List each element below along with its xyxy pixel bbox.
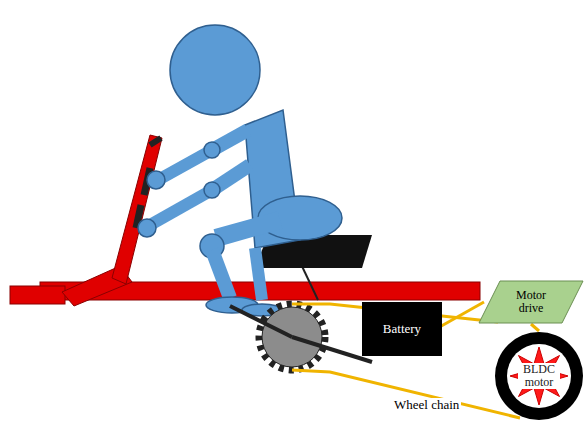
node-text: BLDC motor xyxy=(518,363,560,389)
hand-lever xyxy=(112,135,162,284)
lever-tip xyxy=(150,138,161,145)
node-text: Battery xyxy=(367,322,437,336)
battery-box: Battery xyxy=(362,302,442,356)
node-text: Motor drive xyxy=(503,289,559,315)
part-label: Wheel chain xyxy=(392,398,461,412)
crank xyxy=(230,306,292,337)
crank xyxy=(292,337,372,362)
frame-end xyxy=(10,286,65,304)
chain xyxy=(292,370,520,418)
motor-drive-box: Motor drive xyxy=(478,280,584,324)
rider xyxy=(138,25,342,316)
power-wire xyxy=(531,324,539,331)
motor-wheel: BLDC motor xyxy=(494,331,584,421)
power-wire xyxy=(436,302,484,329)
